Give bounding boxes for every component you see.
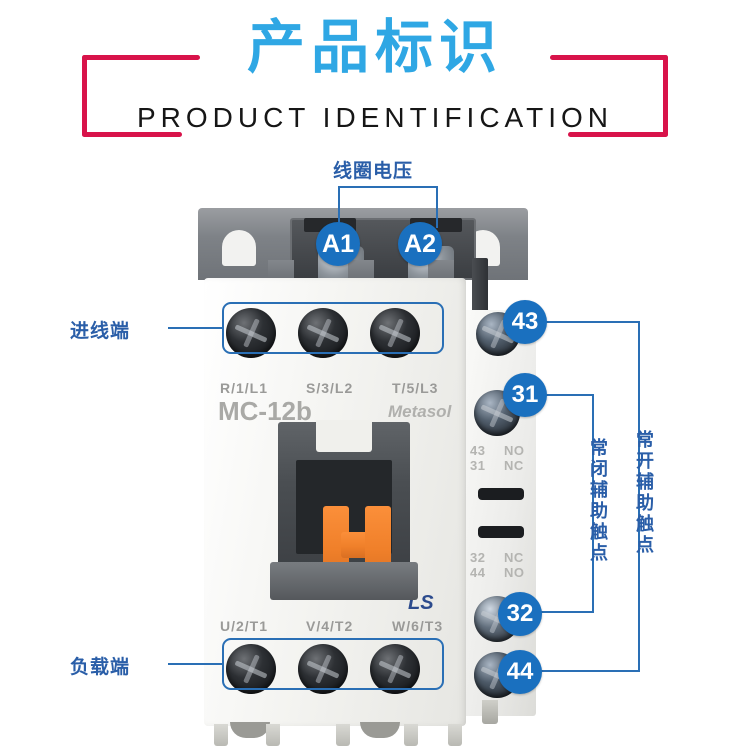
coil-voltage-label: 线圈电压 [333, 160, 414, 182]
bracket-top-line [550, 55, 668, 60]
aux-block-foot [482, 700, 498, 724]
line-terminal-screw-3 [370, 308, 420, 358]
mounting-feet [208, 722, 466, 746]
aux-terminal-screw-32 [474, 596, 520, 642]
side-marking-number-44: 44 [470, 565, 486, 580]
foot-1 [214, 724, 228, 746]
load-terminal-label: 负载端 [70, 656, 131, 678]
side-slot-lower [478, 526, 524, 538]
recess-inner-cavity [296, 460, 392, 584]
line-terminal-screw-1 [226, 308, 276, 358]
contactor-product-image: R/1/L1 S/3/L2 T/5/L3 MC-12b Metasol U/2/… [186, 200, 561, 746]
foot-4 [404, 724, 418, 746]
side-marking-type-43: NO [504, 443, 525, 458]
no-aux-contact-label: 常开辅助触点 [633, 430, 654, 556]
product-model-text: MC-12b [218, 396, 312, 426]
side-marking-number-43: 43 [470, 443, 486, 458]
recess-lower-lip [270, 562, 418, 600]
terminal-label-u2t1: U/2/T1 [220, 618, 269, 634]
no-bracket-vertical [638, 321, 640, 672]
foot-3 [336, 724, 350, 746]
page-title-chinese: 产品标识 [246, 13, 503, 81]
coil-bracket-horizontal [338, 186, 438, 188]
left-red-bracket [82, 55, 200, 137]
coil-tab-a1 [304, 218, 356, 232]
side-slot-upper [478, 488, 524, 500]
load-terminal-screw-1 [226, 644, 276, 694]
load-terminal-screw-3 [370, 644, 420, 694]
armature-recess [270, 420, 418, 600]
bracket-bottom-line [568, 132, 668, 137]
nc-bracket-vertical [592, 394, 594, 613]
line-terminal-screw-2 [298, 308, 348, 358]
foot-arc-right [360, 722, 400, 738]
side-marking-type-32: NC [504, 550, 524, 565]
product-brand-text: Metasol [388, 402, 452, 421]
bracket-vertical-line [82, 55, 87, 137]
bracket-top-line [82, 55, 200, 60]
yoke-hole-left [222, 230, 256, 266]
terminal-label-r1l1: R/1/L1 [220, 380, 269, 396]
terminal-label-t5l3: T/5/L3 [392, 380, 439, 396]
foot-arc-left [230, 722, 270, 738]
recess-notch [316, 420, 372, 452]
side-marking-number-31: 31 [470, 458, 486, 473]
aux-terminal-screw-43 [476, 312, 520, 356]
side-marking-number-32: 32 [470, 550, 486, 565]
aux-terminal-screw-44 [474, 652, 520, 698]
incoming-terminal-label: 进线端 [70, 320, 131, 342]
page-title-english: PRODUCT IDENTIFICATION [136, 102, 614, 133]
nc-aux-contact-label: 常闭辅助触点 [587, 438, 608, 564]
aux-terminal-screw-31 [474, 390, 520, 436]
bracket-bottom-line [82, 132, 182, 137]
coil-tab-a2 [410, 218, 462, 232]
foot-5 [448, 724, 462, 746]
side-marking-type-31: NC [504, 458, 524, 473]
terminal-label-s3l2: S/3/L2 [306, 380, 354, 396]
foot-2 [266, 724, 280, 746]
terminal-label-w6t3: W/6/T3 [392, 618, 444, 634]
side-marking-type-44: NO [504, 565, 525, 580]
bracket-vertical-line [663, 55, 668, 137]
load-terminal-screw-2 [298, 644, 348, 694]
terminal-label-v4t2: V/4/T2 [306, 618, 354, 634]
right-red-bracket [550, 55, 668, 137]
